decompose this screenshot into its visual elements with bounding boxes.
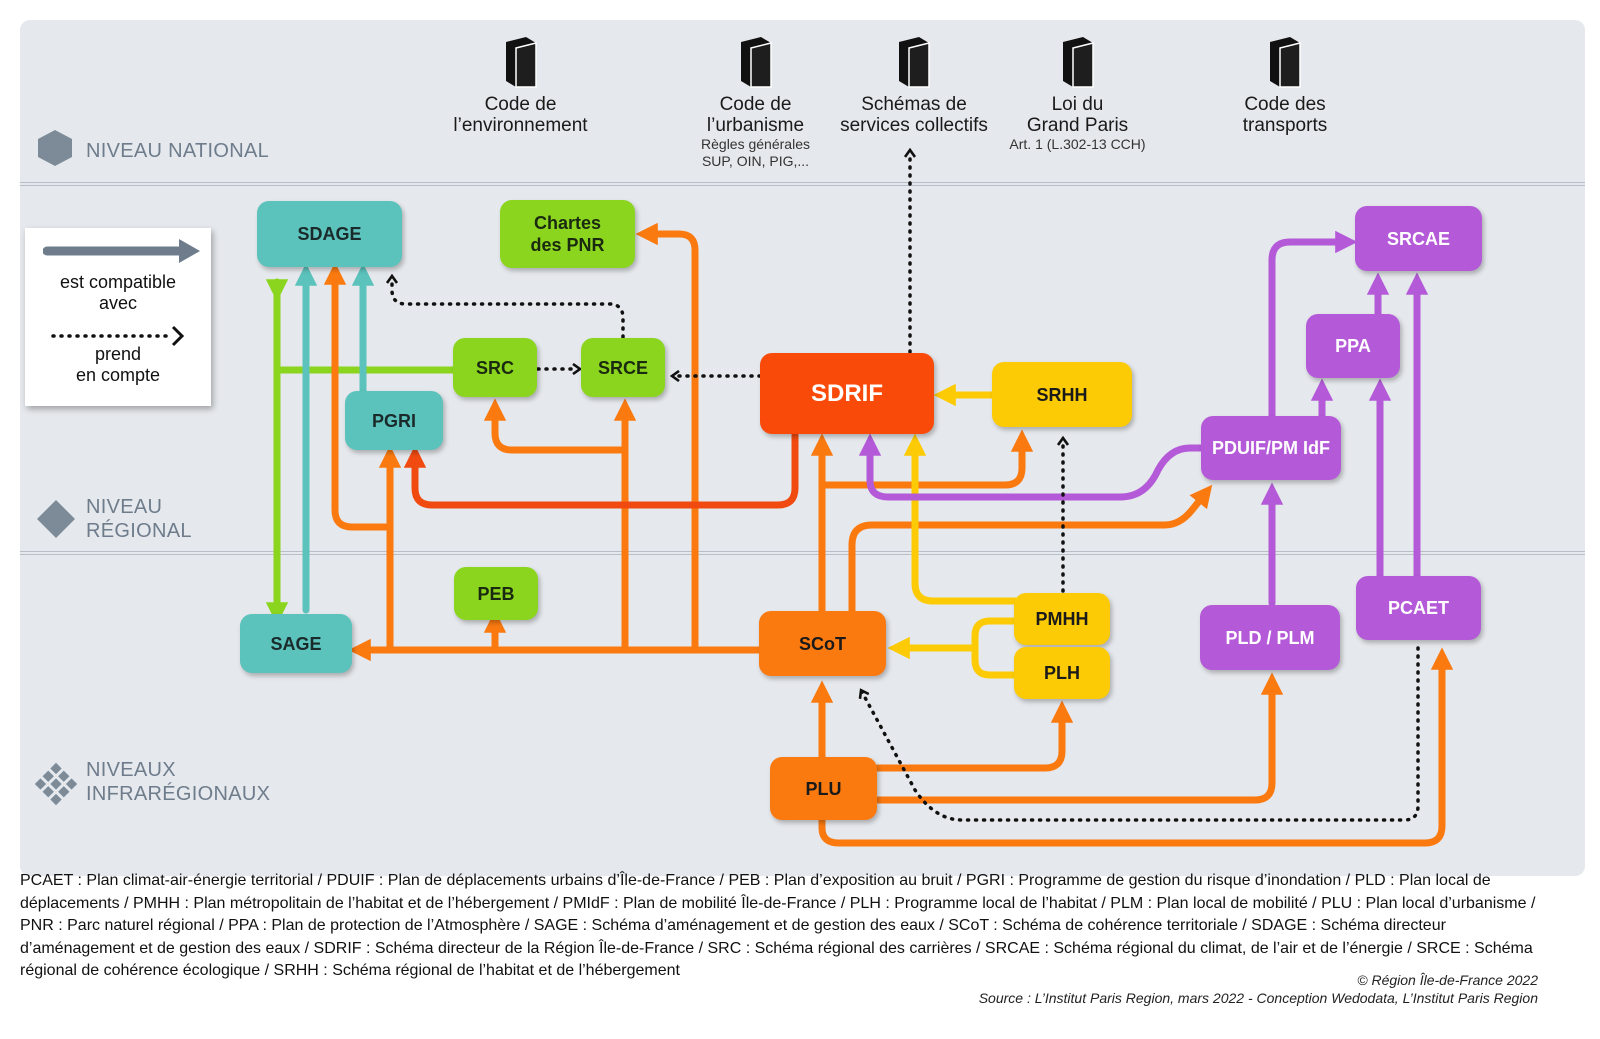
book-icon (1062, 37, 1094, 88)
doc-title-line1: Code de (719, 94, 792, 115)
box-pld-plm: PLD / PLM (1200, 605, 1340, 670)
arrow-pduif-srcae (1268, 230, 1358, 422)
doc-title-line2: transports (1242, 115, 1328, 136)
doc-title-line2: Grand Paris (1026, 115, 1129, 136)
legend-prend-line2: en compte (75, 365, 161, 385)
hexagon-icon (38, 130, 72, 166)
doc-code-environnement: Code de l’environnement (433, 36, 608, 136)
grid-diamond-icon (34, 762, 78, 806)
doc-loi-grand-paris: Loi du Grand Paris Art. 1 (L.302-13 CCH) (995, 36, 1160, 153)
legend-compatible-line1: est compatible (59, 272, 177, 292)
level-regional: NIVEAU RÉGIONAL (86, 495, 192, 543)
arrow-scot-sdage (323, 262, 394, 531)
box-pcaet: PCAET (1356, 576, 1481, 640)
box-srhh: SRHH (992, 362, 1132, 427)
arrow-scot-src (483, 398, 629, 454)
doc-title-line2: l’environnement (453, 115, 588, 136)
doc-title-line1: Loi du (1051, 94, 1104, 115)
level-regional-line2: RÉGIONAL (86, 520, 192, 542)
box-sdrif: SDRIF (760, 353, 934, 434)
box-srce: SRCE (581, 338, 665, 397)
arrow-pduif-sdrif (858, 433, 1209, 501)
chartes-line2: des PNR (530, 235, 605, 255)
glossary-text: PCAET : Plan climat-air-énergie territor… (20, 872, 1536, 980)
doc-title-line2: services collectifs (840, 115, 988, 136)
book-icon (1270, 37, 1301, 88)
box-plh: PLH (1014, 647, 1110, 699)
legend-dotted-arrow (51, 325, 185, 347)
book-icon (899, 37, 930, 88)
arrow-plu-pld (874, 672, 1284, 804)
level-infra-line2: INFRARÉGIONAUX (86, 783, 271, 805)
box-pmhh: PMHH (1014, 593, 1110, 645)
doc-code-transports: Code des transports (1210, 36, 1360, 136)
legend-prend-line1: prend (94, 344, 142, 364)
doc-schemas-services: Schémas de services collectifs (824, 36, 1004, 136)
box-scot: SCoT (759, 611, 886, 676)
box-plu: PLU (770, 757, 877, 820)
doc-title-line1: Code des (1244, 94, 1326, 115)
box-chartes-pnr: Chartes des PNR (500, 200, 635, 268)
dotted-pcaet-scot (862, 646, 1420, 822)
arrow-scot-chartes (635, 222, 699, 654)
arrow-scot-srhh (818, 429, 1034, 489)
level-infra-line1: NIVEAUX (86, 759, 176, 781)
diamond-icon (37, 500, 75, 538)
book-icon (505, 37, 537, 88)
box-sdage: SDAGE (257, 201, 402, 267)
arrow-plu-plh (874, 700, 1074, 772)
chartes-line1: Chartes (533, 213, 602, 233)
legend-solid-arrow (43, 239, 200, 263)
box-src: SRC (453, 338, 537, 397)
doc-code-urbanisme: Code de l’urbanisme Règles générales SUP… (668, 36, 843, 170)
doc-title-line2: l’urbanisme (706, 115, 805, 136)
arrow-pmhh-plh-bracket (971, 617, 1022, 679)
box-pgri: PGRI (345, 391, 443, 450)
level-national: NIVEAU NATIONAL (86, 140, 270, 162)
legend: est compatible avec prend en compte (25, 228, 211, 406)
source-credit: Source : L’Institut Paris Region, mars 2… (978, 990, 1538, 1006)
box-srcae: SRCAE (1355, 206, 1482, 271)
national-separator (20, 182, 1585, 186)
arrow-pmhh-sdrif (903, 433, 1019, 605)
doc-sub-line2: SUP, OIN, PIG,... (701, 153, 810, 169)
doc-sub-line1: Art. 1 (L.302-13 CCH) (1009, 136, 1146, 152)
doc-title-line1: Schémas de (861, 94, 967, 115)
arrow-scot-pduif (848, 484, 1213, 619)
level-regional-line1: NIVEAU (86, 496, 163, 518)
arrow-sdrif-pgri (403, 431, 799, 509)
dotted-srce-sdage (392, 278, 625, 339)
legend-compatible-line2: avec (98, 293, 138, 313)
book-icon (740, 37, 772, 88)
regional-separator (20, 551, 1585, 555)
box-pduif: PDUIF/PM IdF (1201, 416, 1341, 480)
doc-title-line1: Code de (484, 94, 557, 115)
box-peb: PEB (454, 567, 538, 620)
box-sage: SAGE (240, 614, 352, 673)
arrow-plu-pcaet (818, 647, 1454, 847)
copyright: © Région Île-de-France 2022 (1357, 972, 1538, 988)
doc-sub-line1: Règles générales (701, 136, 810, 152)
level-infra: NIVEAUX INFRARÉGIONAUX (86, 758, 270, 806)
box-ppa: PPA (1306, 314, 1400, 378)
